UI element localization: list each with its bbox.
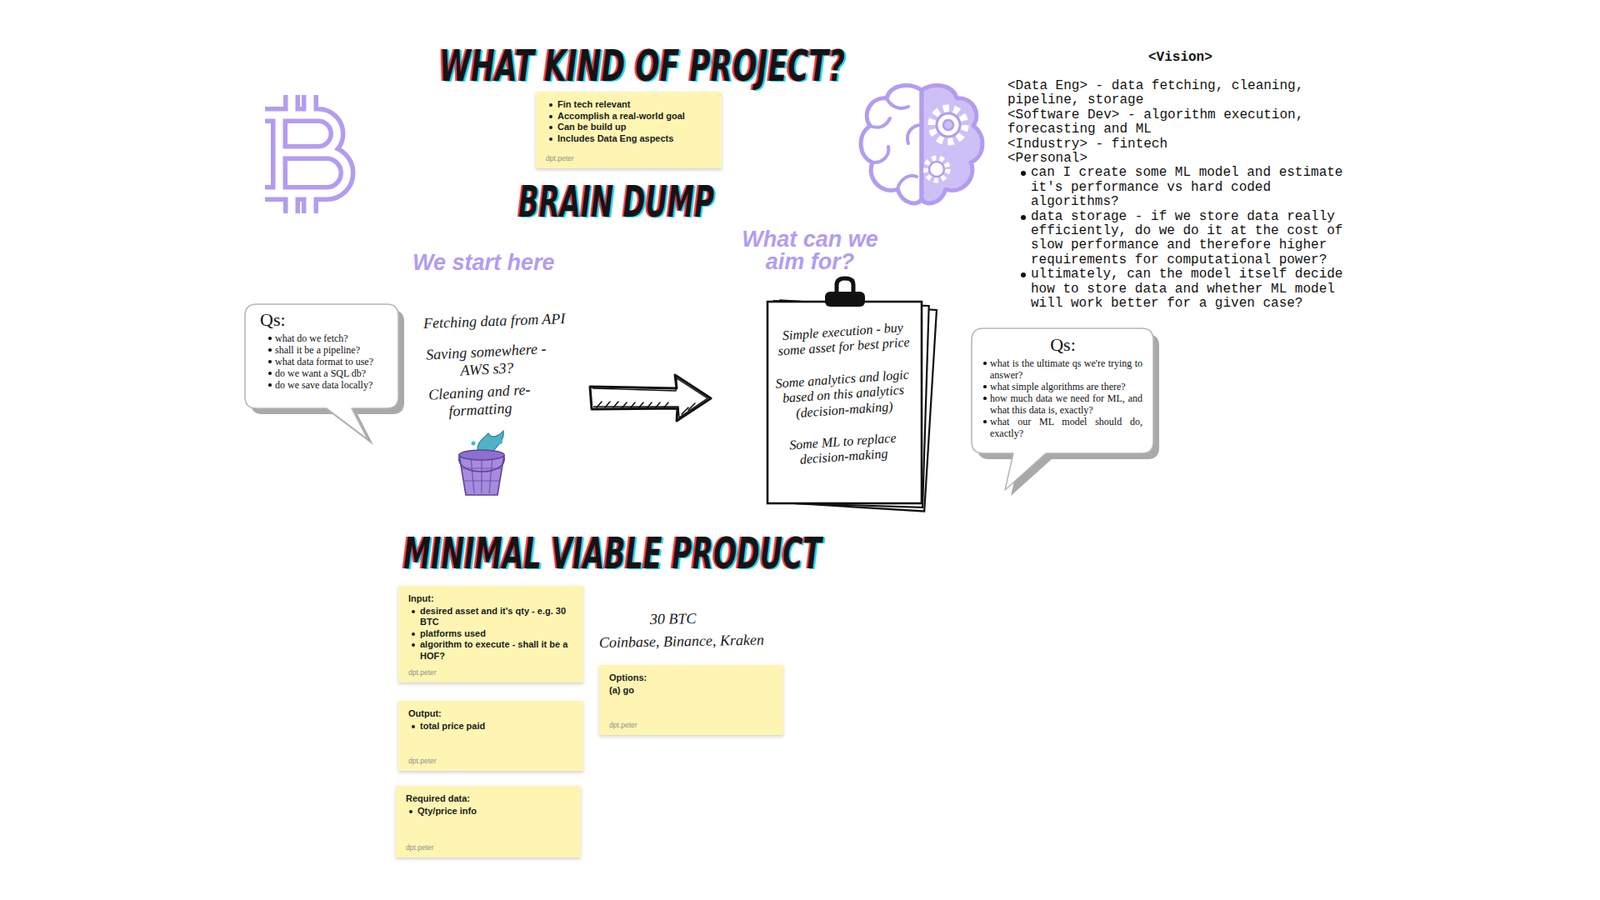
vision-bullet: ultimately, can the model itself decide … [1020, 267, 1352, 311]
note-footer: dpt.peter [609, 714, 775, 730]
note-heading: Required data: [405, 793, 573, 805]
handwritten-note: Coinbase, Binance, Kraken [599, 631, 765, 652]
note-item: total price paid [408, 720, 575, 733]
note-item: Can be build up [545, 121, 714, 134]
section-heading: MINIMAL VIABLE PRODUCT [403, 531, 822, 575]
note-item: Accomplish a real-world goal [545, 110, 714, 123]
vision-line: <Industry> - fintech [1007, 137, 1358, 152]
paper-sheet [767, 300, 930, 508]
clipboard: Simple execution - buy some asset for be… [750, 277, 944, 509]
question-item: what is the ultimate qs we're trying to … [983, 357, 1143, 381]
question-item: what do we fetch? [268, 332, 389, 345]
bubble-heading: Qs: [260, 309, 389, 331]
script-heading: What can we aim for? [721, 228, 899, 274]
vision-line: <Software Dev> - algorithm execution, fo… [1007, 108, 1358, 138]
note-item: algorithm to execute - shall it be a HOF… [408, 639, 575, 662]
note-item: Fin tech relevant [545, 99, 714, 111]
vision-heading: <Vision> [1148, 50, 1213, 65]
speech-bubble: Qs:what is the ultimate qs we're trying … [971, 328, 1154, 497]
note-text: (a) go [609, 685, 775, 697]
vision-bullet: can I create some ML model and estimate … [1020, 165, 1352, 210]
bubble-body [245, 304, 399, 440]
clipboard-note: Some ML to replace decision-making [771, 429, 915, 470]
vision-text-block: <Data Eng> - data fetching, cleaning, pi… [1007, 79, 1358, 312]
note-item: Includes Data Eng aspects [545, 133, 714, 145]
script-heading: We start here [412, 251, 555, 275]
vision-line: <Personal> [1007, 151, 1358, 166]
clip-base [825, 291, 865, 307]
sticky-note: Options:(a) go dpt.peter [599, 665, 784, 735]
brain-gear-icon [860, 85, 983, 204]
section-heading: BRAIN DUMP [518, 180, 715, 224]
question-item: shall it be a pipeline? [268, 344, 389, 356]
vision-bullet: data storage - if we store data really e… [1020, 210, 1352, 269]
question-item: do we save data locally? [268, 379, 389, 391]
note-heading: Options: [609, 672, 775, 685]
vision-line: <Data Eng> - data fetching, cleaning, pi… [1007, 79, 1358, 109]
question-item: what simple algorithms are there? [983, 380, 1143, 393]
sticky-note: Required data:Qty/price info dpt.peter [395, 785, 581, 858]
handwritten-note: Saving somewhere - AWS s3? [420, 340, 553, 381]
speech-bubble: Qs:what do we fetch?shall it be a pipeli… [245, 304, 399, 446]
hand-drawn-arrow [590, 375, 711, 421]
handwritten-note: 30 BTC [650, 610, 697, 629]
handwritten-note: Cleaning and re-formatting [422, 380, 538, 421]
bucket-icon [459, 430, 505, 495]
bubble-heading: Qs: [983, 334, 1143, 356]
note-footer: dpt.peter [405, 836, 573, 853]
bubble-content: Qs:what is the ultimate qs we're trying … [971, 328, 1154, 445]
bubble-body [971, 328, 1154, 490]
question-item: how much data we need for ML, and what t… [983, 392, 1143, 416]
sticky-note: Fin tech relevantAccomplish a real-world… [535, 91, 722, 169]
question-item: what our ML model should do, exactly? [983, 415, 1143, 440]
clipboard-note: Simple execution - buy some asset for be… [771, 319, 915, 360]
bubble-content: Qs:what do we fetch?shall it be a pipeli… [245, 304, 399, 396]
sticky-note: Output:total price paid dpt.peter [398, 700, 584, 771]
note-heading: Output: [408, 708, 575, 720]
clipboard-content: Simple execution - buy some asset for be… [772, 277, 915, 465]
note-heading: Input: [408, 593, 575, 605]
paper-sheet [767, 301, 922, 504]
clipboard-note: Some analytics and logic based on this a… [770, 366, 915, 423]
note-item: Qty/price info [405, 805, 573, 818]
note-footer: dpt.peter [408, 750, 575, 766]
note-item: desired asset and it's qty - e.g. 30 BTC [408, 605, 575, 629]
handwritten-note: Fetching data from API [423, 310, 566, 333]
section-heading: WHAT KIND OF PROJECT? [439, 44, 845, 88]
question-item: do we want a SQL db? [268, 367, 389, 380]
sticky-note: Input:desired asset and it's qty - e.g. … [398, 585, 584, 683]
note-item: platforms used [408, 628, 575, 640]
question-item: what data format to use? [268, 355, 389, 368]
bitcoin-icon [265, 95, 348, 214]
note-footer: dpt.peter [408, 661, 575, 678]
paper-sheet [768, 300, 937, 511]
note-footer: dpt.peter [545, 147, 714, 164]
